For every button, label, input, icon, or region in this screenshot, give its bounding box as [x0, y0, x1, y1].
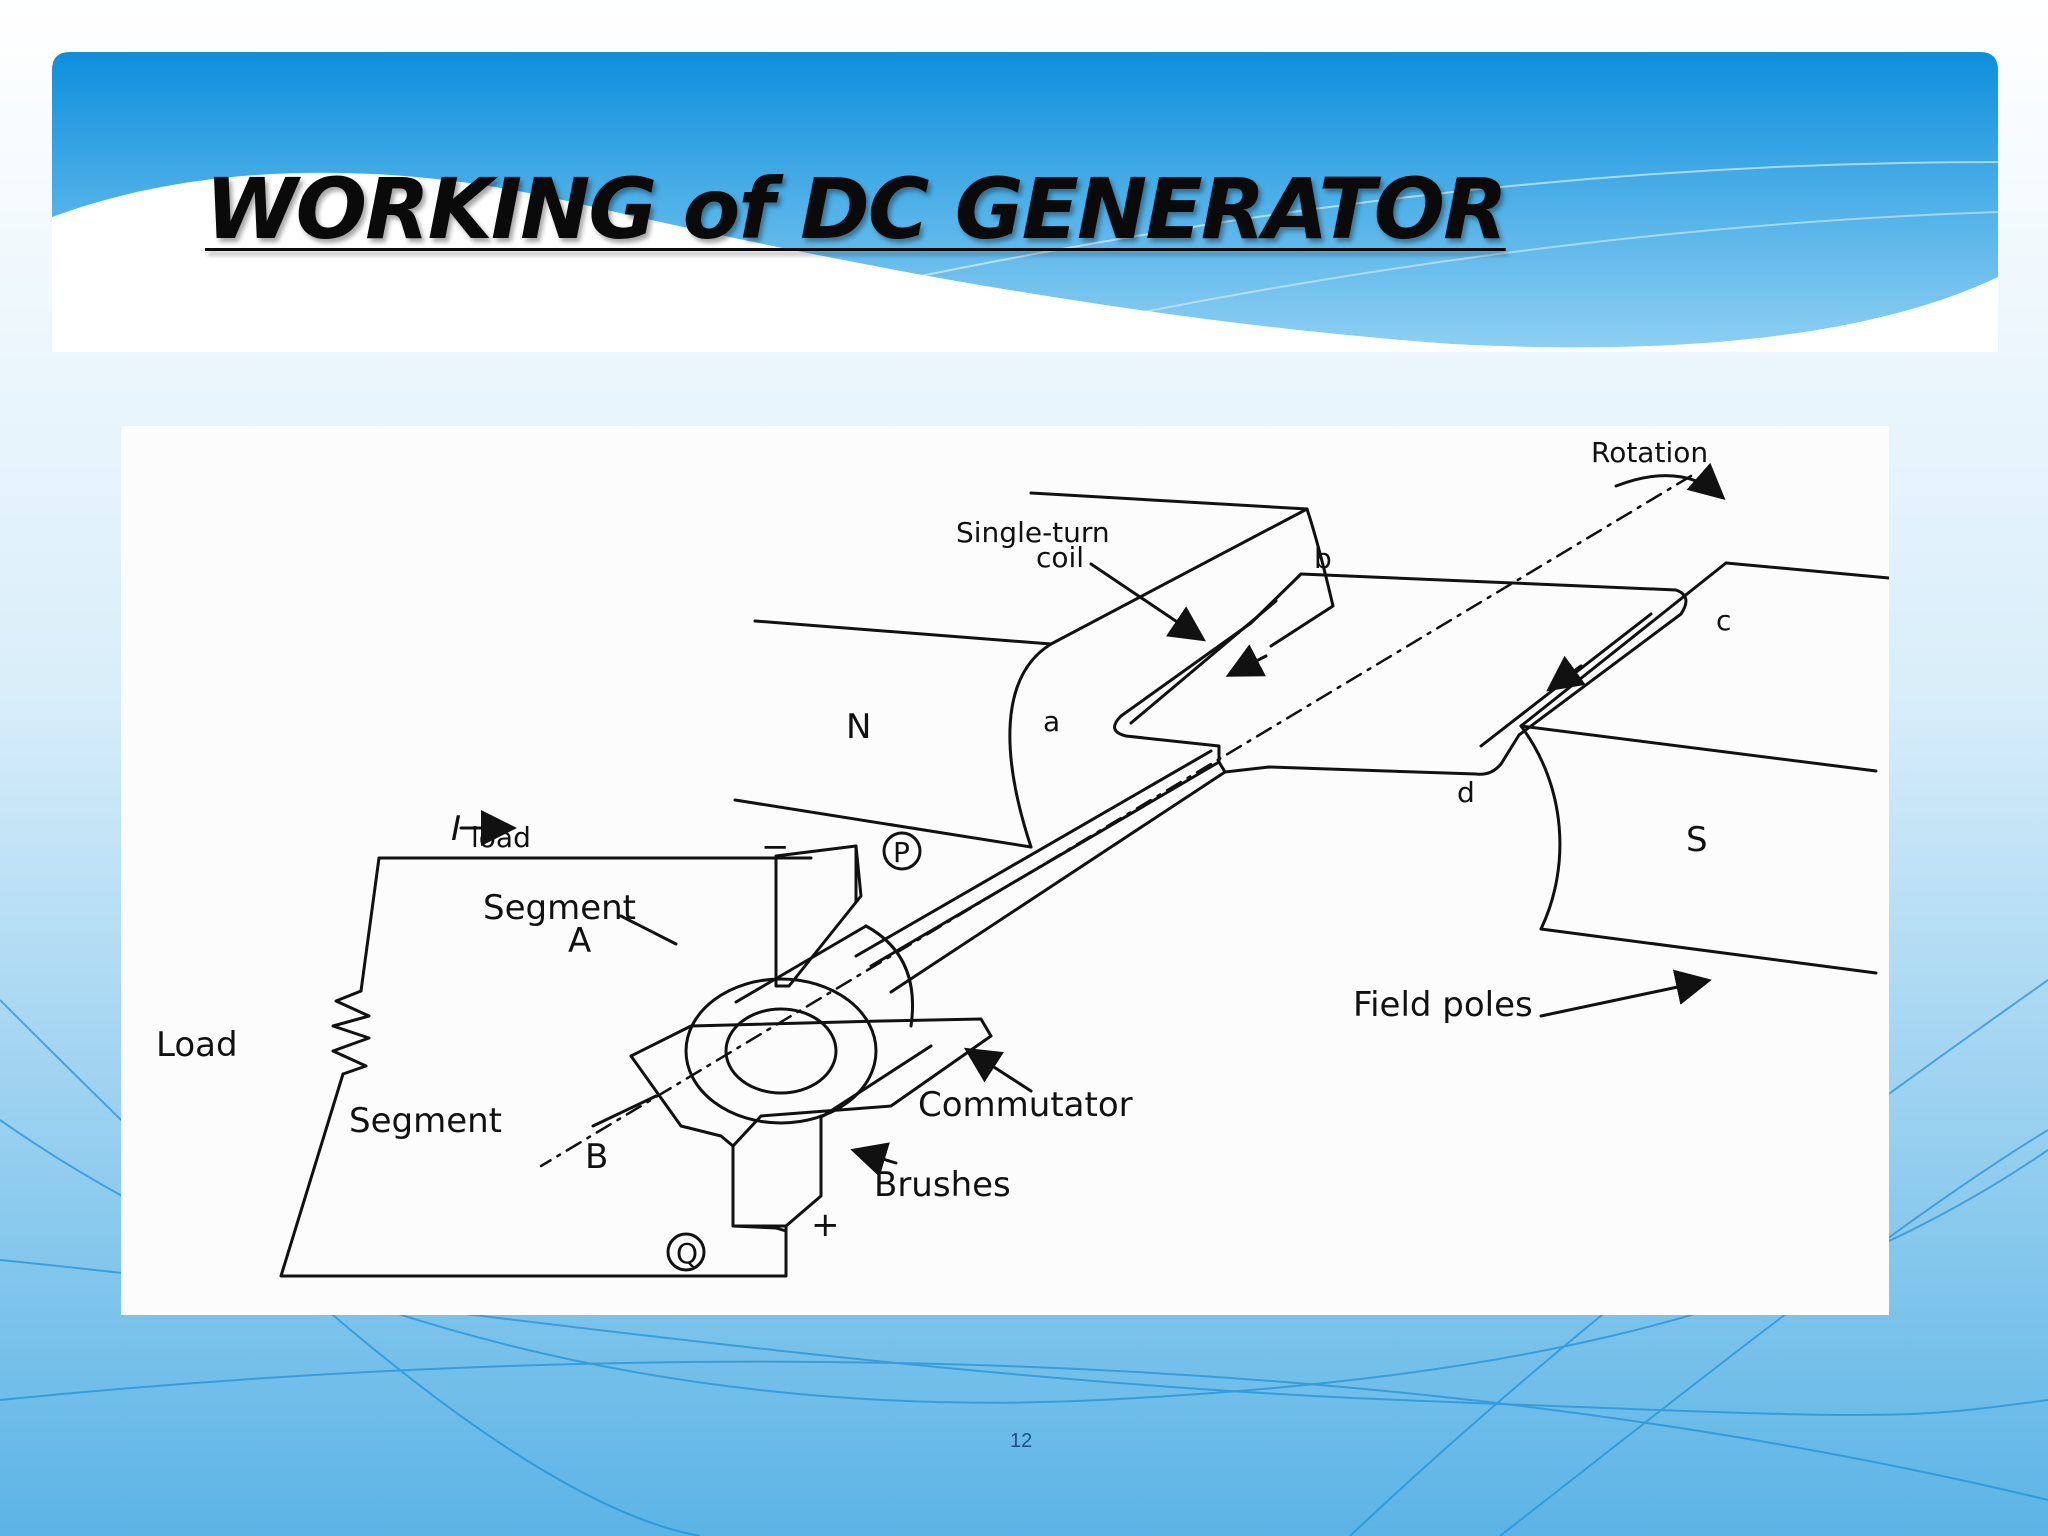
- slide-number: 12: [1010, 1430, 1033, 1452]
- label-load: Load: [156, 1025, 238, 1065]
- label-minus: −: [761, 827, 790, 867]
- coil-loop: [1113, 572, 1688, 776]
- label-c: c: [1716, 604, 1731, 637]
- label-p: P: [893, 836, 910, 869]
- rotation-axis: [539, 474, 1693, 1168]
- label-b: b: [1314, 542, 1332, 575]
- terminal-p: [882, 831, 922, 871]
- brushes-pointer: [850, 1142, 898, 1177]
- south-pole: [1519, 561, 1889, 975]
- commutator-pointer: [963, 1047, 1033, 1093]
- label-brushes: Brushes: [874, 1165, 1011, 1205]
- rotation-arrow: [1614, 462, 1726, 500]
- label-n: N: [846, 707, 871, 747]
- segment-a-pointer: [619, 914, 678, 946]
- commutator: [629, 924, 993, 1148]
- coil-direction-arrow-2: [1546, 655, 1586, 692]
- label-coil: coil: [1036, 541, 1084, 574]
- terminal-q: [666, 1232, 706, 1272]
- label-segment-b-letter: B: [585, 1137, 608, 1177]
- label-segment-a: Segment: [483, 888, 636, 928]
- dc-generator-diagram: Rotation Single-turn coil b c a d N S I …: [156, 436, 1889, 1278]
- label-commutator: Commutator: [918, 1085, 1133, 1125]
- shaft: [854, 749, 1227, 994]
- label-segment-b: Segment: [349, 1101, 502, 1141]
- header-band: [52, 52, 1998, 352]
- label-rotation: Rotation: [1591, 436, 1708, 469]
- label-i-load-sub: load: [471, 821, 531, 854]
- label-q: Q: [676, 1237, 698, 1270]
- external-circuit: [279, 856, 813, 1278]
- label-i-load: I: [451, 809, 461, 849]
- coil-direction-arrow-1: [1225, 644, 1268, 677]
- coil-pointer: [1089, 562, 1206, 642]
- label-single-turn: Single-turn: [956, 516, 1110, 549]
- label-plus: +: [811, 1205, 840, 1245]
- north-pole: [733, 491, 1335, 849]
- label-s: S: [1686, 820, 1708, 860]
- top-brush: [774, 844, 863, 988]
- diagram-panel: Rotation Single-turn coil b c a d N S I …: [121, 426, 1889, 1315]
- field-poles-pointer: [1539, 969, 1712, 1018]
- segment-b-pointer: [591, 1094, 658, 1128]
- slide-title: WORKING of DC GENERATOR: [205, 160, 1508, 258]
- label-field-poles: Field poles: [1353, 985, 1533, 1025]
- label-a: a: [1043, 705, 1060, 738]
- label-segment-a-letter: A: [568, 921, 591, 961]
- label-d: d: [1457, 776, 1475, 809]
